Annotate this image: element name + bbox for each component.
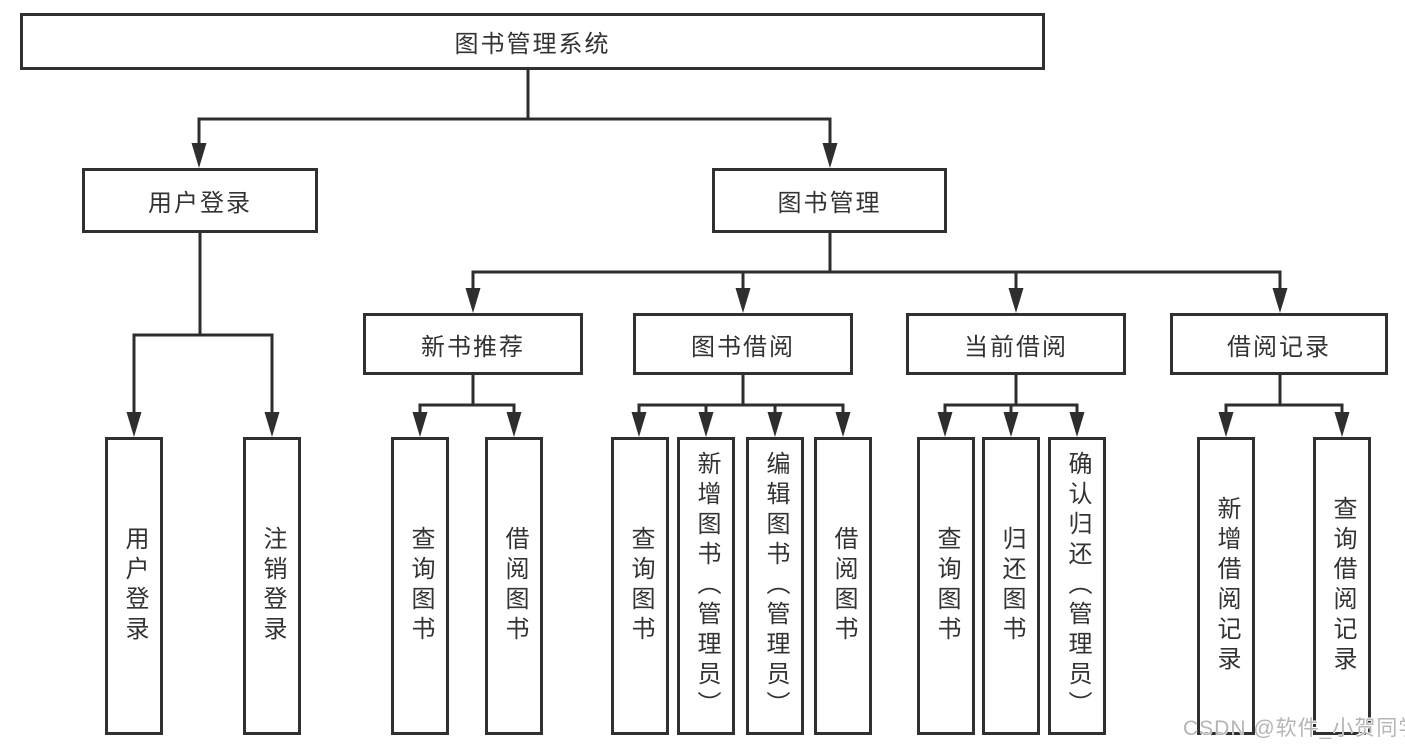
leaf-label: 查询图书 [627,526,654,646]
leaf-borrow-books-borrowing: 借阅图书 [814,437,872,735]
node-label: 当前借阅 [964,333,1068,361]
arrowhead-icon [1272,288,1288,313]
node-user-login: 用户登录 [82,168,318,233]
arrowhead-icon [937,412,953,437]
node-label: 图书管理 [777,190,882,217]
arrowhead-icon [835,412,851,437]
leaf-query-books-borrowing: 查询图书 [611,437,669,735]
leaf-edit-books-admin: 编辑图书（管理员） [746,437,804,735]
leaf-borrow-books-recommend: 借阅图书 [485,437,543,735]
node-system-root: 图书管理系统 [20,13,1045,70]
leaf-label: 查询图书 [933,526,960,646]
leaf-label: 查询图书 [407,526,434,646]
leaf-query-books-current: 查询图书 [917,437,975,735]
arrowhead-icon [1334,412,1350,437]
leaf-return-books: 归还图书 [982,437,1040,735]
leaf-label: 注销登录 [259,526,286,646]
leaf-user-login: 用户登录 [105,437,163,735]
node-label: 图书管理系统 [454,31,611,58]
node-book-borrowing: 图书借阅 [633,313,853,375]
arrowhead-icon [1008,288,1024,313]
node-new-book-recommend: 新书推荐 [363,313,583,375]
leaf-query-borrow-record: 查询借阅记录 [1313,437,1371,735]
node-label: 用户登录 [148,190,252,217]
leaf-logout-login: 注销登录 [243,437,301,735]
node-borrowing-records: 借阅记录 [1170,313,1388,375]
arrowhead-icon [767,412,783,437]
arrowhead-icon [506,412,522,437]
node-current-borrowing: 当前借阅 [906,313,1126,375]
leaf-add-books-admin: 新增图书（管理员） [677,437,735,735]
arrowhead-icon [1218,412,1234,437]
arrowhead-icon [264,412,280,437]
leaf-label: 新增借阅记录 [1213,496,1240,676]
leaf-label: 确认归还（管理员） [1064,451,1091,721]
leaf-label: 归还图书 [998,526,1025,646]
leaf-confirm-return-admin: 确认归还（管理员） [1048,437,1106,735]
arrowhead-icon [1003,412,1019,437]
leaf-add-borrow-record: 新增借阅记录 [1197,437,1255,735]
leaf-label: 借阅图书 [501,526,528,646]
arrowhead-icon [465,288,481,313]
node-label: 借阅记录 [1227,333,1331,361]
leaf-label: 用户登录 [121,526,148,646]
leaf-label: 编辑图书（管理员） [762,451,789,721]
arrowhead-icon [735,288,751,313]
arrowhead-icon [698,412,714,437]
leaf-label: 查询借阅记录 [1329,496,1356,676]
node-label: 新书推荐 [421,333,525,361]
csdn-watermark: CSDN @软件_小贺同学 [1183,717,1405,740]
arrowhead-icon [412,412,428,437]
node-label: 图书借阅 [691,333,795,361]
leaf-label: 借阅图书 [830,526,857,646]
node-book-management: 图书管理 [712,168,947,233]
arrowhead-icon [1069,412,1085,437]
leaf-query-books-recommend: 查询图书 [391,437,449,735]
arrowhead-icon [822,143,838,168]
arrowhead-icon [126,412,142,437]
leaf-label: 新增图书（管理员） [693,451,720,721]
arrowhead-icon [191,143,207,168]
arrowhead-icon [631,412,647,437]
